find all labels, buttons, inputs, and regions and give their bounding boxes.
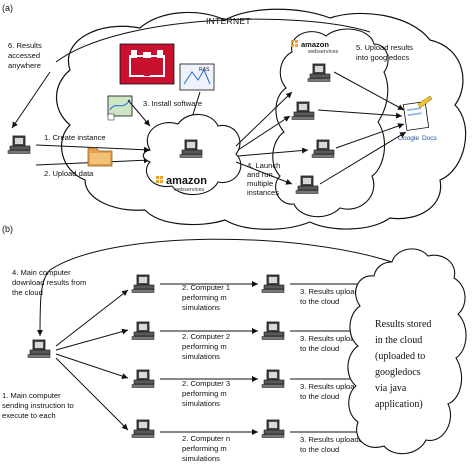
results-uploaded-3-line1: 3. Results uploaded	[300, 382, 367, 391]
cloud-text-line5: via java	[375, 383, 407, 394]
results-uploaded-1-line2: to the cloud	[300, 297, 339, 306]
computer-icon	[131, 321, 155, 340]
computer-2-line3: simulations	[182, 352, 220, 361]
computer-1-label: 2. Computer 1 performing m simulations	[182, 283, 230, 312]
computer-icon	[131, 369, 155, 388]
main-download-line1: 4. Main computer	[12, 268, 71, 277]
map-thumbnail-icon	[107, 95, 133, 121]
amazon-small-label: amazon	[301, 40, 329, 49]
upload-results-line1: 5. Upload results	[356, 43, 413, 52]
computer-icon	[261, 274, 285, 293]
panel-a-label: (a)	[2, 3, 13, 13]
computer-icon	[291, 101, 315, 120]
computer-2-line2: performing m	[182, 342, 227, 351]
computer-1-line2: performing m	[182, 293, 227, 302]
upload-data-label: 2. Upload data	[44, 169, 94, 178]
cloud-text-line1: Results stored	[375, 319, 431, 330]
computer-icon	[261, 321, 285, 340]
launch-line4: instances	[247, 188, 279, 197]
results-accessed-line3: anywhere	[8, 61, 41, 70]
cloud-text-line6: application)	[375, 399, 423, 410]
webservices-label: webservices	[173, 187, 205, 193]
results-uploaded-3-line2: to the cloud	[300, 392, 339, 401]
computer-2-line1: 2. Computer 2	[182, 332, 230, 341]
google-docs-icon	[402, 95, 433, 131]
computer-n-label: 2. Computer n performing m simulations	[182, 434, 230, 463]
computer-icon	[131, 274, 155, 293]
computer-icon	[295, 175, 319, 194]
results-accessed-line2: accessed	[8, 51, 40, 60]
results-uploaded-2-line1: 3. Results uploaded	[300, 334, 367, 343]
install-software-label: 3. Install software	[143, 99, 202, 108]
webservices-small-label: webservices	[307, 49, 339, 55]
results-uploaded-4-line2: to the cloud	[300, 445, 339, 454]
launch-line2: and run	[247, 170, 273, 179]
ras-label: RAS	[199, 67, 210, 73]
cloud-text-line3: (uploaded to	[375, 351, 425, 362]
computer-n-line2: performing m	[182, 444, 227, 453]
computer-icon	[307, 63, 331, 82]
main-download-line3: the cloud	[12, 288, 43, 297]
main-sending-line3: execute to each	[2, 411, 56, 420]
computer-icon	[311, 139, 335, 158]
cloud-text-line4: googledocs	[375, 367, 421, 378]
computer-icon	[131, 419, 155, 438]
amazon-label: amazon	[166, 175, 207, 187]
computer-2-label: 2. Computer 2 performing m simulations	[182, 332, 230, 361]
internet-label: INTERNET	[206, 16, 251, 26]
results-uploaded-4-line1: 3. Results uploaded	[300, 435, 367, 444]
computer-3-line3: simulations	[182, 399, 220, 408]
results-uploaded-1-line1: 3. Results uploaded	[300, 287, 367, 296]
main-sending-line2: sending instruction to	[2, 401, 74, 410]
cloud-text-line2: in the cloud	[375, 335, 422, 346]
computer-n-line1: 2. Computer n	[182, 434, 230, 443]
computer-3-line2: performing m	[182, 389, 227, 398]
computer-3-label: 2. Computer 3 performing m simulations	[182, 379, 230, 408]
folder-icon	[87, 147, 113, 167]
results-accessed-line1: 6. Results	[8, 41, 42, 50]
launch-line1: 4. Launch	[247, 161, 280, 170]
ras-software-icon: RAS	[179, 63, 215, 91]
results-uploaded-2-line2: to the cloud	[300, 344, 339, 353]
computer-icon	[27, 339, 51, 358]
internet-cloud	[56, 8, 467, 230]
instances-cloud	[272, 28, 389, 218]
upload-results-line2: into googledocs	[356, 53, 409, 62]
computer-icon	[261, 419, 285, 438]
computer-3-line1: 2. Computer 3	[182, 379, 230, 388]
main-sending-line1: 1. Main computer	[2, 391, 61, 400]
google-label: Google	[398, 135, 419, 142]
computer-1-line3: simulations	[182, 303, 220, 312]
computer-icon	[7, 135, 31, 154]
computer-n-line3: simulations	[182, 454, 220, 463]
docs-label: Docs	[422, 135, 438, 142]
main-download-line2: download results from	[12, 278, 86, 287]
create-instance-label: 1. Create instance	[44, 133, 106, 142]
panel-b-label: (b)	[2, 224, 13, 234]
usace-castle-icon	[119, 43, 175, 85]
computer-icon	[261, 369, 285, 388]
launch-line3: multiple	[247, 179, 273, 188]
computer-1-line1: 2. Computer 1	[182, 283, 230, 292]
results-cloud	[347, 248, 467, 455]
